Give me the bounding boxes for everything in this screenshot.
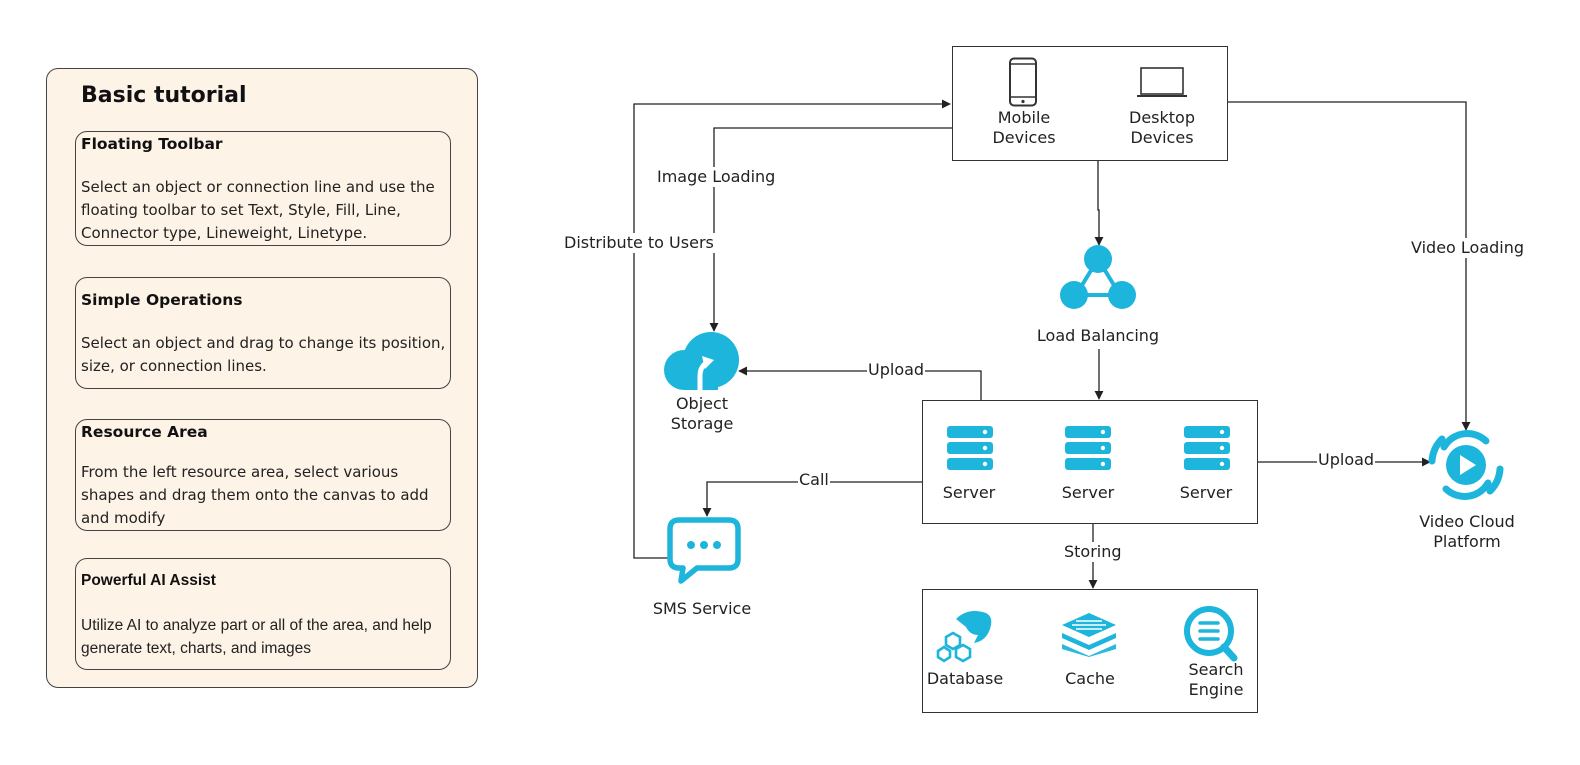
edge-label-video-loading: Video Loading	[1410, 238, 1526, 258]
network-icon[interactable]	[1058, 243, 1138, 313]
chat-bubble-icon[interactable]	[667, 517, 741, 585]
card-heading: Powerful AI Assist	[81, 572, 216, 589]
tutorial-panel: Basic tutorial Floating Toolbar Select a…	[46, 68, 478, 688]
edge-distribute-to-users[interactable]	[633, 99, 951, 559]
node-label-server-1: Server	[942, 483, 996, 502]
node-label-sms: SMS Service	[652, 599, 752, 618]
node-label-server-2: Server	[1061, 483, 1115, 502]
cloud-upload-icon[interactable]	[662, 330, 742, 394]
server-icon	[1065, 426, 1111, 470]
laptop-icon	[1137, 67, 1187, 97]
edge-label-storing: Storing	[1063, 542, 1123, 562]
card-body: Select an object and drag to change its …	[81, 334, 446, 375]
video-play-icon[interactable]	[1428, 425, 1504, 505]
card-heading: Floating Toolbar	[81, 135, 223, 153]
edge-label-upload-storage: Upload	[867, 360, 926, 380]
node-label-search-engine: Search Engine	[1188, 660, 1244, 699]
tutorial-card-ai-assist[interactable]: Powerful AI Assist Utilize AI to analyze…	[75, 558, 451, 670]
edge-label-distribute: Distribute to Users	[563, 233, 715, 253]
card-heading: Simple Operations	[81, 291, 243, 309]
edge-label-image-loading: Image Loading	[656, 167, 777, 187]
video-cloud-text: Video Cloud Platform	[1419, 512, 1515, 551]
smartphone-icon	[1009, 57, 1037, 107]
node-label-mobile: Mobile Devices	[992, 108, 1056, 147]
node-label-video-cloud: Video Cloud Platform	[1408, 512, 1526, 552]
node-label-desktop: Desktop Devices	[1129, 108, 1195, 147]
edge-video-loading[interactable]	[1228, 101, 1471, 431]
card-body: Select an object or connection line and …	[81, 178, 435, 242]
edge-upload-storage[interactable]	[738, 366, 982, 400]
server-icon	[1184, 426, 1230, 470]
node-label-database: Database	[926, 669, 1004, 688]
tutorial-title: Basic tutorial	[81, 83, 247, 108]
tutorial-card-simple-operations[interactable]: Simple Operations Select an object and d…	[75, 277, 451, 389]
edge-image-loading[interactable]	[709, 127, 952, 332]
edge-label-call: Call	[798, 470, 830, 490]
edge-call[interactable]	[702, 481, 922, 517]
dolphin-icon	[936, 611, 992, 663]
edge-label-upload-video: Upload	[1317, 450, 1376, 470]
tutorial-card-floating-toolbar[interactable]: Floating Toolbar Select an object or con…	[75, 131, 451, 246]
node-label-load-balancing: Load Balancing	[1036, 326, 1160, 345]
devices-group[interactable]	[952, 46, 1228, 161]
card-heading: Resource Area	[81, 423, 208, 441]
node-label-object-storage: Object Storage	[670, 394, 734, 433]
stack-icon	[1062, 613, 1116, 657]
card-body: Utilize AI to analyze part or all of the…	[81, 617, 432, 657]
edge-devices-to-lb[interactable]	[1094, 161, 1104, 246]
card-body: From the left resource area, select vari…	[81, 463, 429, 527]
tutorial-card-resource-area[interactable]: Resource Area From the left resource are…	[75, 419, 451, 531]
node-label-server-3: Server	[1179, 483, 1233, 502]
server-icon	[947, 426, 993, 470]
node-label-cache: Cache	[1065, 669, 1115, 688]
search-list-icon	[1184, 606, 1238, 662]
